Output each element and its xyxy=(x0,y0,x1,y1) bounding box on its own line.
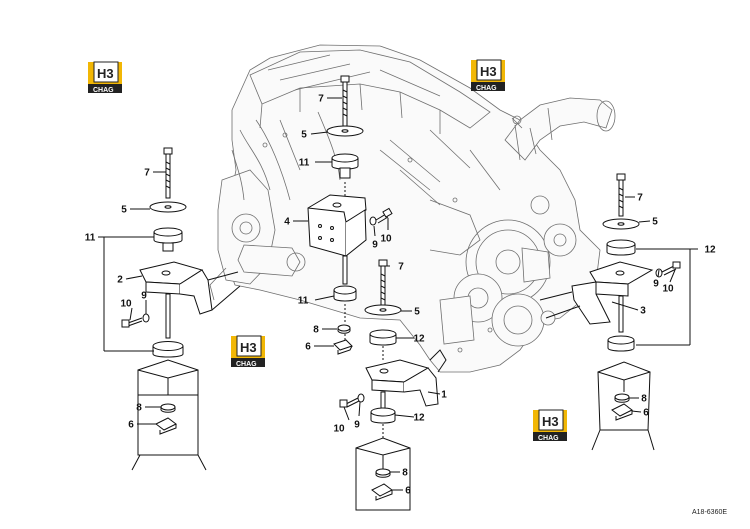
mount-assembly-top-center xyxy=(307,75,393,355)
callout-10: 10 xyxy=(380,234,392,245)
callout-7: 7 xyxy=(637,193,643,204)
mount-assembly-bottom-center xyxy=(339,259,447,511)
callout-3: 3 xyxy=(640,306,646,317)
callout-8: 8 xyxy=(402,468,408,479)
logo-mark: H3 xyxy=(240,340,257,355)
callout-5: 5 xyxy=(652,217,658,228)
engine-block-illustration xyxy=(209,44,616,373)
callout-6: 6 xyxy=(305,342,311,353)
logo-caption: CHAG xyxy=(236,361,257,368)
callout-10: 10 xyxy=(120,299,132,310)
mount-assembly-right xyxy=(539,173,698,451)
callout-12: 12 xyxy=(413,413,425,424)
callout-2: 2 xyxy=(117,275,123,286)
callout-10: 10 xyxy=(662,284,674,295)
callout-11: 11 xyxy=(298,296,309,307)
logo-mark: H3 xyxy=(542,414,559,429)
logo-caption: CHAG xyxy=(538,435,559,442)
h3-chag-logo: H3 CHAG xyxy=(471,59,505,92)
callout-11: 11 xyxy=(85,233,96,244)
leader-lines xyxy=(125,97,676,491)
callout-8: 8 xyxy=(641,394,647,405)
callout-6: 6 xyxy=(128,420,134,431)
callout-8: 8 xyxy=(136,403,142,414)
callout-11: 11 xyxy=(299,158,310,169)
logo-caption: CHAG xyxy=(476,85,497,92)
mount-assembly-left xyxy=(98,147,241,471)
callout-6: 6 xyxy=(643,408,649,419)
callout-7: 7 xyxy=(144,168,150,179)
h3-chag-logo: H3 CHAG xyxy=(88,61,122,94)
callout-7: 7 xyxy=(318,94,324,105)
callout-6: 6 xyxy=(405,486,411,497)
callout-5: 5 xyxy=(121,205,127,216)
logo-mark: H3 xyxy=(480,64,497,79)
callout-7: 7 xyxy=(398,262,404,273)
callout-12: 12 xyxy=(704,245,716,256)
drawing-code: A18-6360E xyxy=(692,509,727,516)
callout-5: 5 xyxy=(414,307,420,318)
logo-caption: CHAG xyxy=(93,87,114,94)
callout-9: 9 xyxy=(141,291,147,302)
callout-12: 12 xyxy=(413,334,425,345)
callout-8: 8 xyxy=(313,325,319,336)
callout-9: 9 xyxy=(372,240,378,251)
callout-9: 9 xyxy=(653,279,659,290)
callout-5: 5 xyxy=(301,130,307,141)
h3-chag-logo: H3 CHAG xyxy=(533,409,567,442)
logo-mark: H3 xyxy=(97,66,114,81)
callout-4: 4 xyxy=(284,217,290,228)
callout-1: 1 xyxy=(441,390,447,401)
callout-10: 10 xyxy=(333,424,345,435)
h3-chag-logo: H3 CHAG xyxy=(231,335,265,368)
callout-9: 9 xyxy=(354,420,360,431)
